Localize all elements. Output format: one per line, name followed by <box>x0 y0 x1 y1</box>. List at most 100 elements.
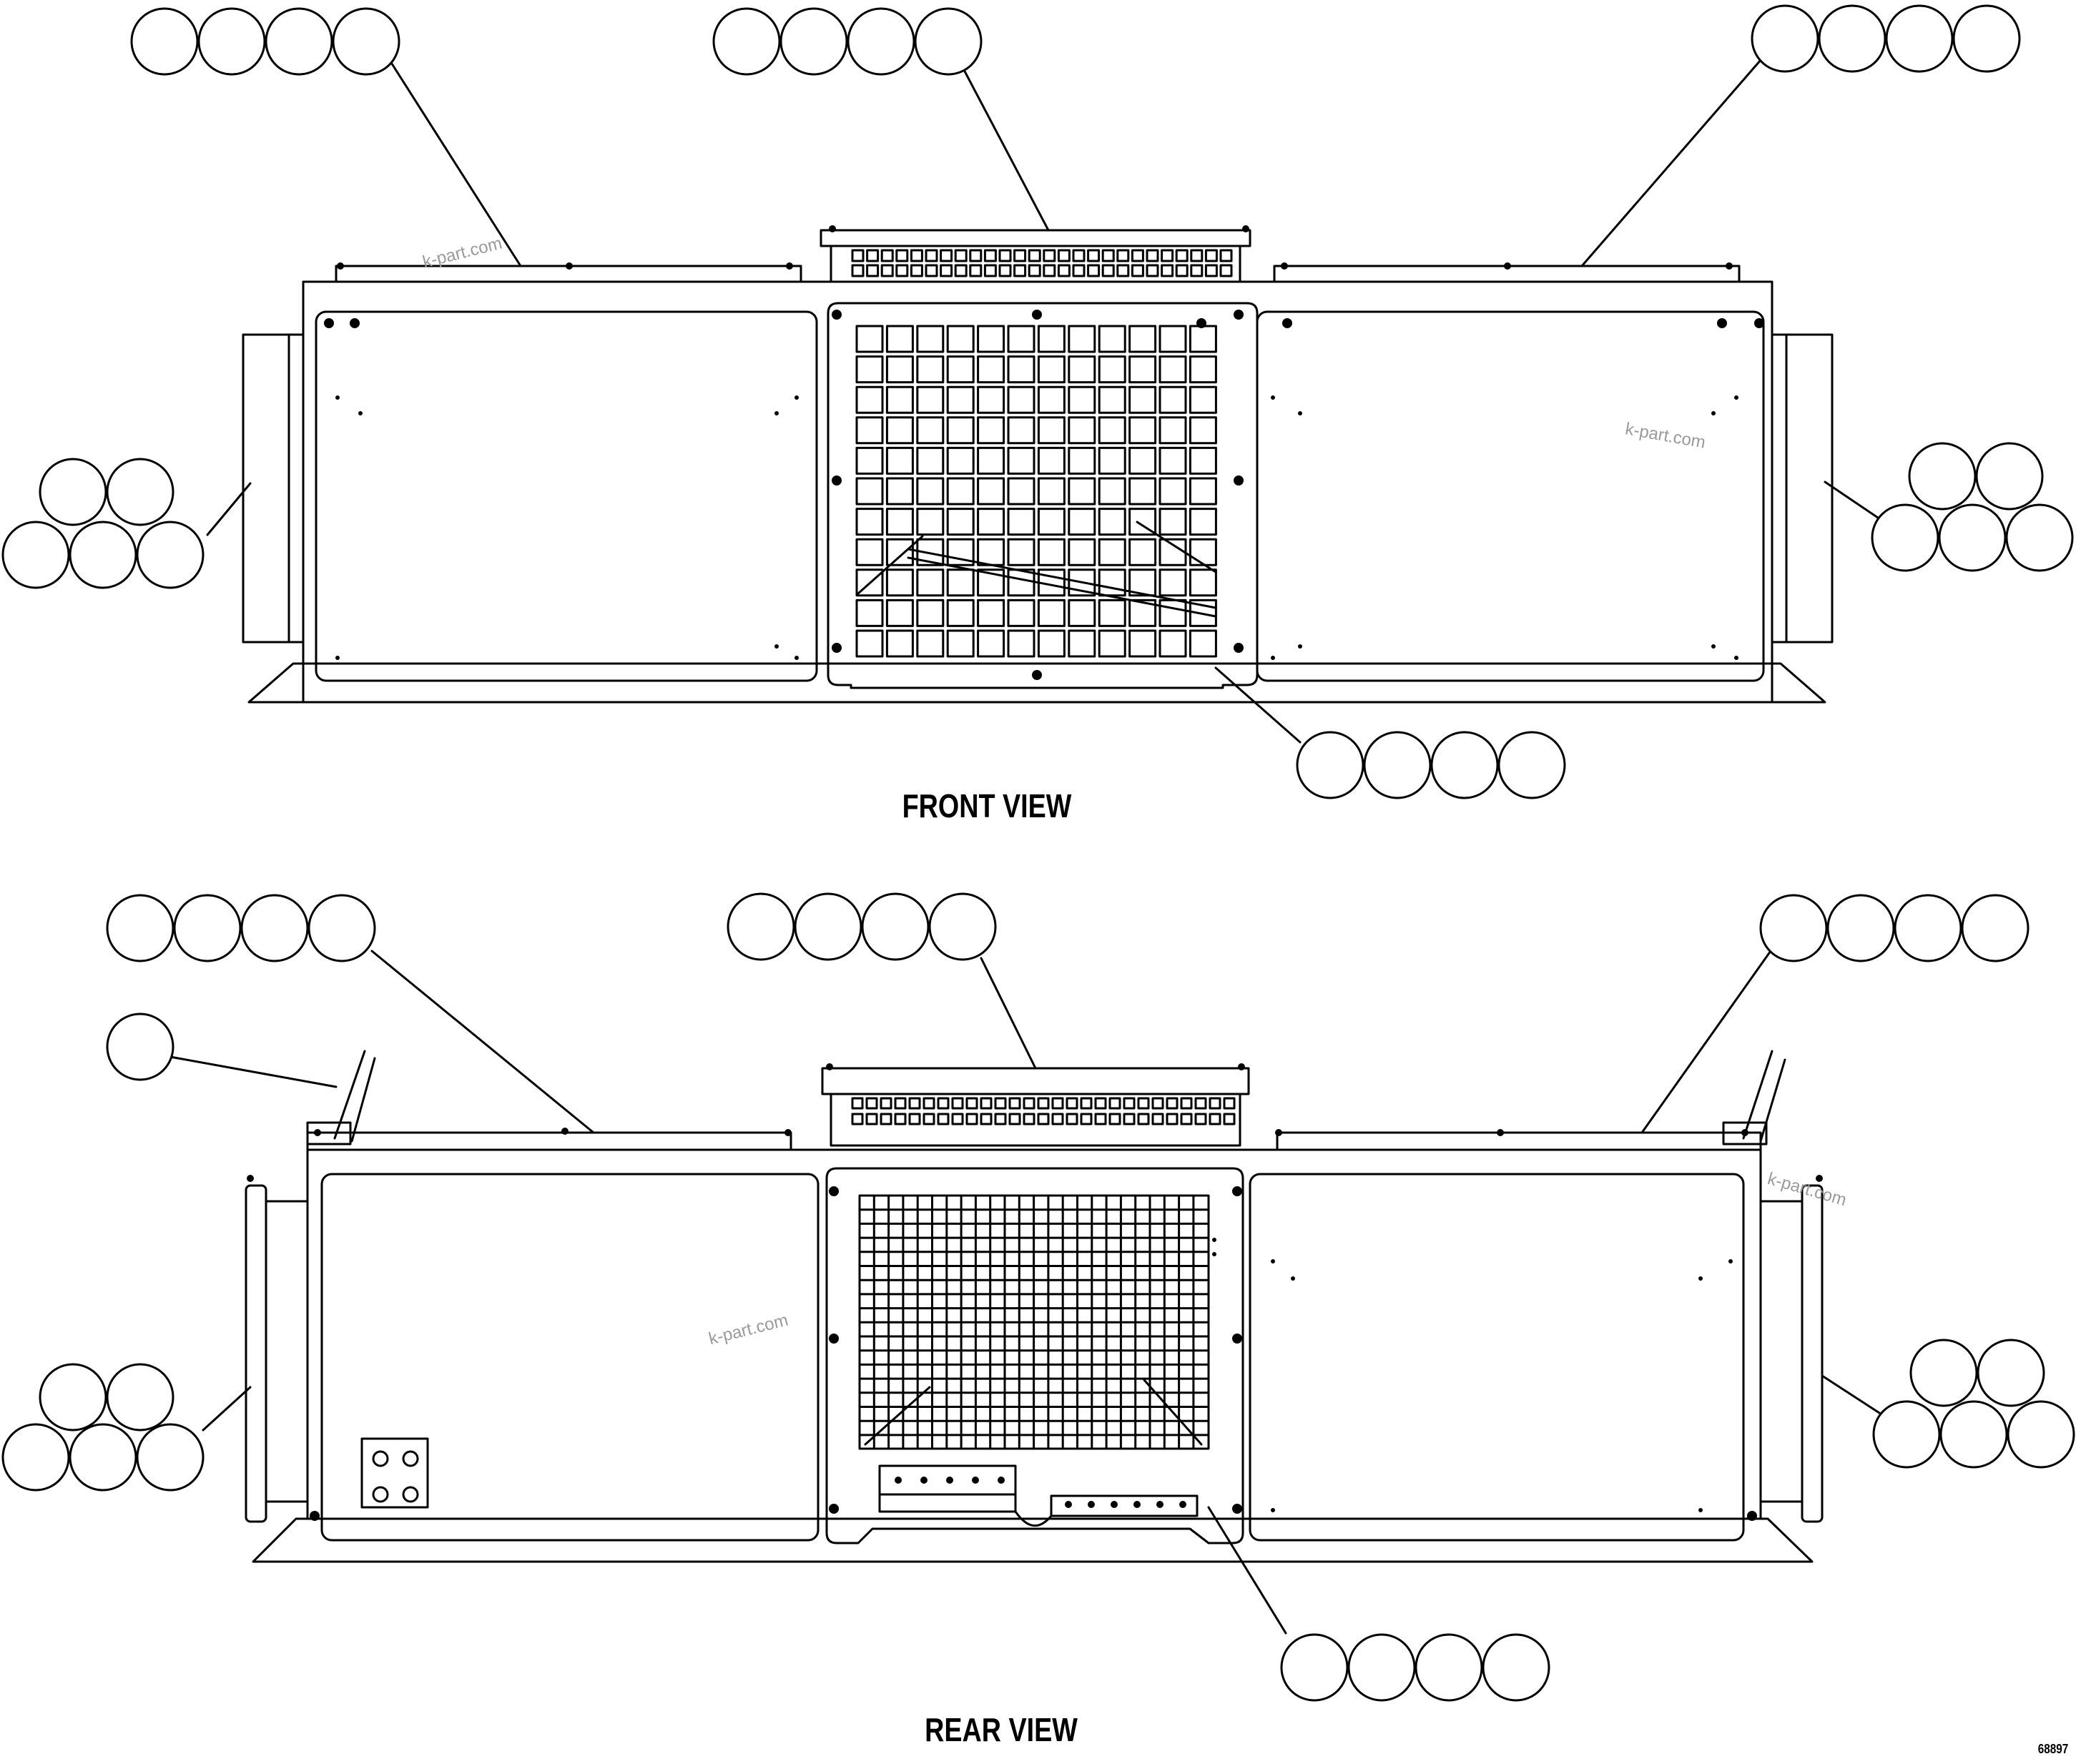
grille-cell <box>895 1114 905 1124</box>
callout-circle <box>40 459 106 525</box>
rear-side-column-right <box>1802 1186 1822 1522</box>
callout-circle <box>132 9 197 74</box>
front-leader-top-left <box>390 61 521 266</box>
grille-cell <box>1224 1114 1234 1124</box>
grille-cell <box>887 478 912 504</box>
grille-cell <box>882 250 892 261</box>
grille-cell <box>852 265 863 276</box>
callout-circle <box>1483 1635 1549 1700</box>
grille-cell <box>1008 326 1034 352</box>
grille-cell <box>1124 1114 1134 1124</box>
callout-circle <box>107 895 173 961</box>
grille-cell <box>1024 1098 1034 1108</box>
grille-cell <box>1176 250 1187 261</box>
front-panel-left <box>316 312 817 681</box>
rear-leader-left <box>203 1387 250 1430</box>
bolt <box>1816 1175 1823 1182</box>
grille-cell <box>1103 250 1113 261</box>
grille-cell <box>1000 250 1010 261</box>
grille-cell <box>1160 387 1186 413</box>
grille-cell <box>857 357 882 383</box>
bolt <box>1212 1252 1216 1256</box>
bolt <box>920 1477 928 1484</box>
rear-leader-bottom <box>1209 1507 1286 1633</box>
bolt <box>1242 225 1249 232</box>
grille-cell <box>857 570 882 596</box>
callout-circle <box>781 9 847 74</box>
bolt <box>1232 1504 1242 1514</box>
grille-cell <box>1099 478 1125 504</box>
callout-circle <box>1911 1340 1977 1406</box>
grille-cell <box>967 1114 977 1124</box>
callout-circle <box>199 9 265 74</box>
rear-bracket-right <box>1051 1496 1197 1516</box>
bolt <box>794 395 799 400</box>
grille-cell <box>857 418 882 443</box>
callout-circle <box>107 459 173 525</box>
bolt <box>1734 656 1738 660</box>
grille-cell <box>1000 265 1010 276</box>
bolt <box>1291 1276 1295 1281</box>
grille-cell <box>970 250 981 261</box>
bolt <box>1754 318 1764 328</box>
grille-cell <box>1073 250 1084 261</box>
callout-circle <box>1349 1635 1415 1700</box>
bolt <box>335 656 340 660</box>
grille-cell <box>857 478 882 504</box>
grille-cell <box>1008 357 1034 383</box>
bolt <box>1711 644 1716 649</box>
grille-cell <box>995 1098 1005 1108</box>
grille-cell <box>967 1098 977 1108</box>
grille-cell <box>948 478 973 504</box>
bolt <box>1232 1186 1242 1196</box>
grille-cell <box>1210 1098 1220 1108</box>
grille-cell <box>1190 387 1216 413</box>
grille-cell <box>1160 326 1186 352</box>
bolt <box>1275 1129 1282 1136</box>
grille-cell <box>978 357 1004 383</box>
grille-cell <box>1153 1098 1163 1108</box>
callout-circle <box>1297 732 1363 798</box>
grille-cell <box>910 1114 920 1124</box>
bolt <box>829 1504 839 1514</box>
bolt <box>1032 670 1042 680</box>
grille-cell <box>1069 570 1095 596</box>
grille-cell <box>1130 509 1156 535</box>
bolt <box>1734 395 1738 400</box>
bolt <box>403 1452 418 1466</box>
bolt <box>335 395 340 400</box>
grille-cell <box>1038 387 1064 413</box>
grille-cell <box>857 631 882 656</box>
grille-cell <box>1160 631 1186 656</box>
grille-cell <box>917 387 943 413</box>
bolt <box>1497 1129 1504 1136</box>
grille-cell <box>1190 418 1216 443</box>
bolt <box>1088 1501 1095 1508</box>
rear-leader-top-right <box>1642 951 1771 1133</box>
rear-leader-right <box>1822 1376 1879 1413</box>
front-view-drawing <box>207 60 1878 742</box>
grille-cell <box>1069 539 1095 565</box>
grille-cell <box>1130 448 1156 473</box>
bolt <box>786 262 793 270</box>
callout-circle <box>3 1424 69 1490</box>
grille-cell <box>1008 539 1034 565</box>
callout-circle <box>1978 1340 2044 1406</box>
grille-cell <box>1099 509 1125 535</box>
grille-cell <box>1221 250 1231 261</box>
grille-cell <box>978 600 1004 626</box>
rear-view-title: REAR VIEW <box>925 1711 1078 1748</box>
bolt <box>832 476 842 486</box>
grille-cell <box>978 387 1004 413</box>
grille-cell <box>887 600 912 626</box>
grille-cell <box>887 357 912 383</box>
grille-cell <box>970 265 981 276</box>
grille-cell <box>917 631 943 656</box>
bolt <box>350 318 360 328</box>
bolt <box>1504 262 1511 270</box>
callout-circle <box>862 894 928 960</box>
grille-cell <box>1099 357 1125 383</box>
bolt <box>310 1511 320 1521</box>
bolt <box>1111 1501 1118 1508</box>
bolt <box>1271 656 1275 660</box>
